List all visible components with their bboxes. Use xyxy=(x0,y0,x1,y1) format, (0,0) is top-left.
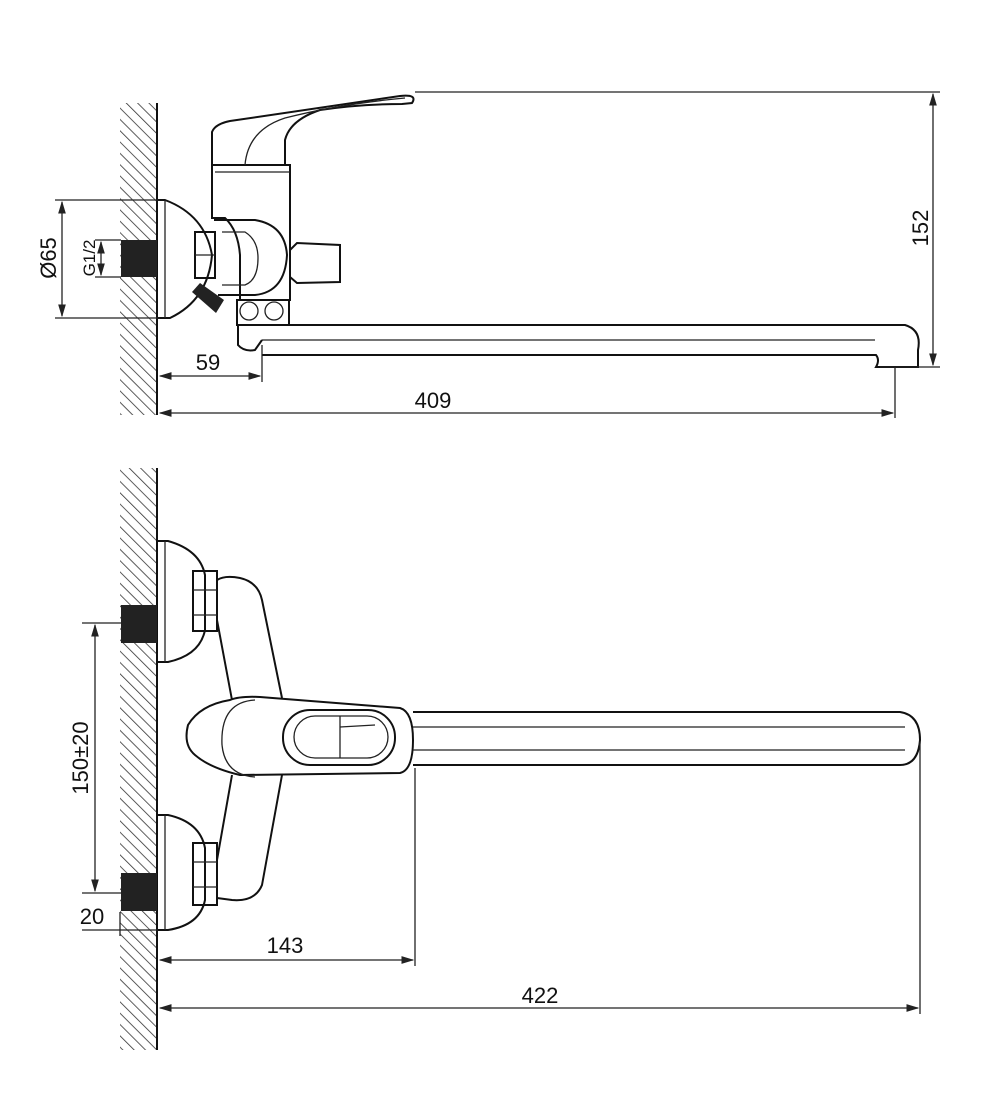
label-flange-diameter: Ø65 xyxy=(36,237,61,279)
label-thread: G1/2 xyxy=(80,240,99,277)
side-view: 152 Ø65 G1/2 59 409 xyxy=(36,91,940,418)
spout xyxy=(413,711,922,766)
inlet-pipe-lower xyxy=(121,873,157,911)
label-total-reach: 409 xyxy=(415,388,452,413)
lever-opening xyxy=(282,709,396,766)
inlet-pipe xyxy=(121,240,157,277)
diverter-lever xyxy=(289,241,341,285)
cartridge-inner xyxy=(222,231,259,286)
cartridge-housing xyxy=(214,219,289,296)
outlet-circle xyxy=(239,301,259,321)
nut-lower xyxy=(192,842,218,906)
nut-upper xyxy=(192,570,218,632)
diverter-knob xyxy=(192,283,224,313)
spout xyxy=(262,324,920,368)
wall-hatch xyxy=(120,468,157,1050)
handle xyxy=(211,94,415,165)
mixer-body xyxy=(216,575,283,902)
lever-line xyxy=(339,724,376,728)
front-view: 150±20 20 143 422 xyxy=(68,468,922,1050)
lever-line xyxy=(221,699,256,778)
flange-lower xyxy=(158,814,206,931)
label-inlet-depth: 20 xyxy=(80,904,104,929)
label-height: 152 xyxy=(908,210,933,247)
handle-line xyxy=(244,97,406,166)
label-wall-to-lever: 143 xyxy=(267,933,304,958)
lever xyxy=(185,695,415,777)
label-wall-to-body: 59 xyxy=(196,350,220,375)
spout-joint xyxy=(237,325,263,352)
flange-upper xyxy=(158,540,206,663)
lever-opening-inner xyxy=(293,715,389,759)
label-total-reach: 422 xyxy=(522,983,559,1008)
label-inlet-spacing: 150±20 xyxy=(68,721,93,794)
outlet-circle xyxy=(264,301,284,321)
inlet-pipe-upper xyxy=(121,605,157,643)
